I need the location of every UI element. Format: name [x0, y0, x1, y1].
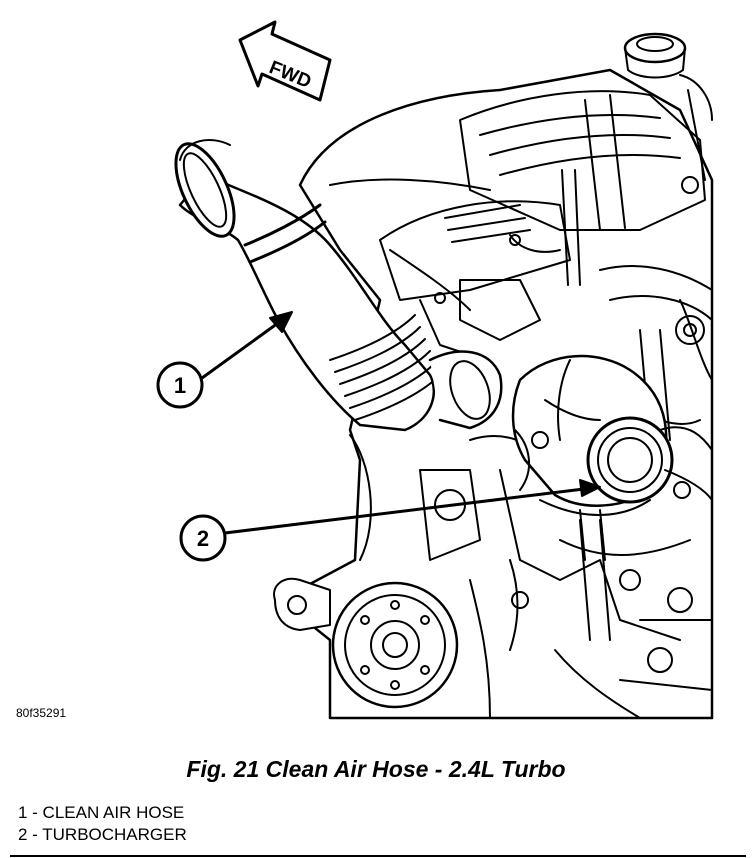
callout-1: 1 — [156, 311, 293, 409]
callout-2-number: 2 — [197, 526, 209, 551]
figure-id-code: 80f35291 — [16, 706, 67, 720]
engine-illustration: FWD — [156, 20, 714, 720]
callout-1-number: 1 — [174, 373, 186, 398]
legend-item-turbocharger: 2 - TURBOCHARGER — [18, 825, 187, 844]
legend-item-clean-air-hose: 1 - CLEAN AIR HOSE — [18, 803, 185, 822]
forward-arrow-icon: FWD — [238, 20, 332, 102]
bottom-divider — [10, 855, 746, 857]
callout-2: 2 — [179, 479, 601, 562]
legend: 1 - CLEAN AIR HOSE 2 - TURBOCHARGER — [18, 802, 187, 846]
figure-caption: Fig. 21 Clean Air Hose - 2.4L Turbo — [186, 756, 566, 782]
clean-air-hose — [174, 139, 503, 432]
turbocharger — [511, 354, 713, 561]
